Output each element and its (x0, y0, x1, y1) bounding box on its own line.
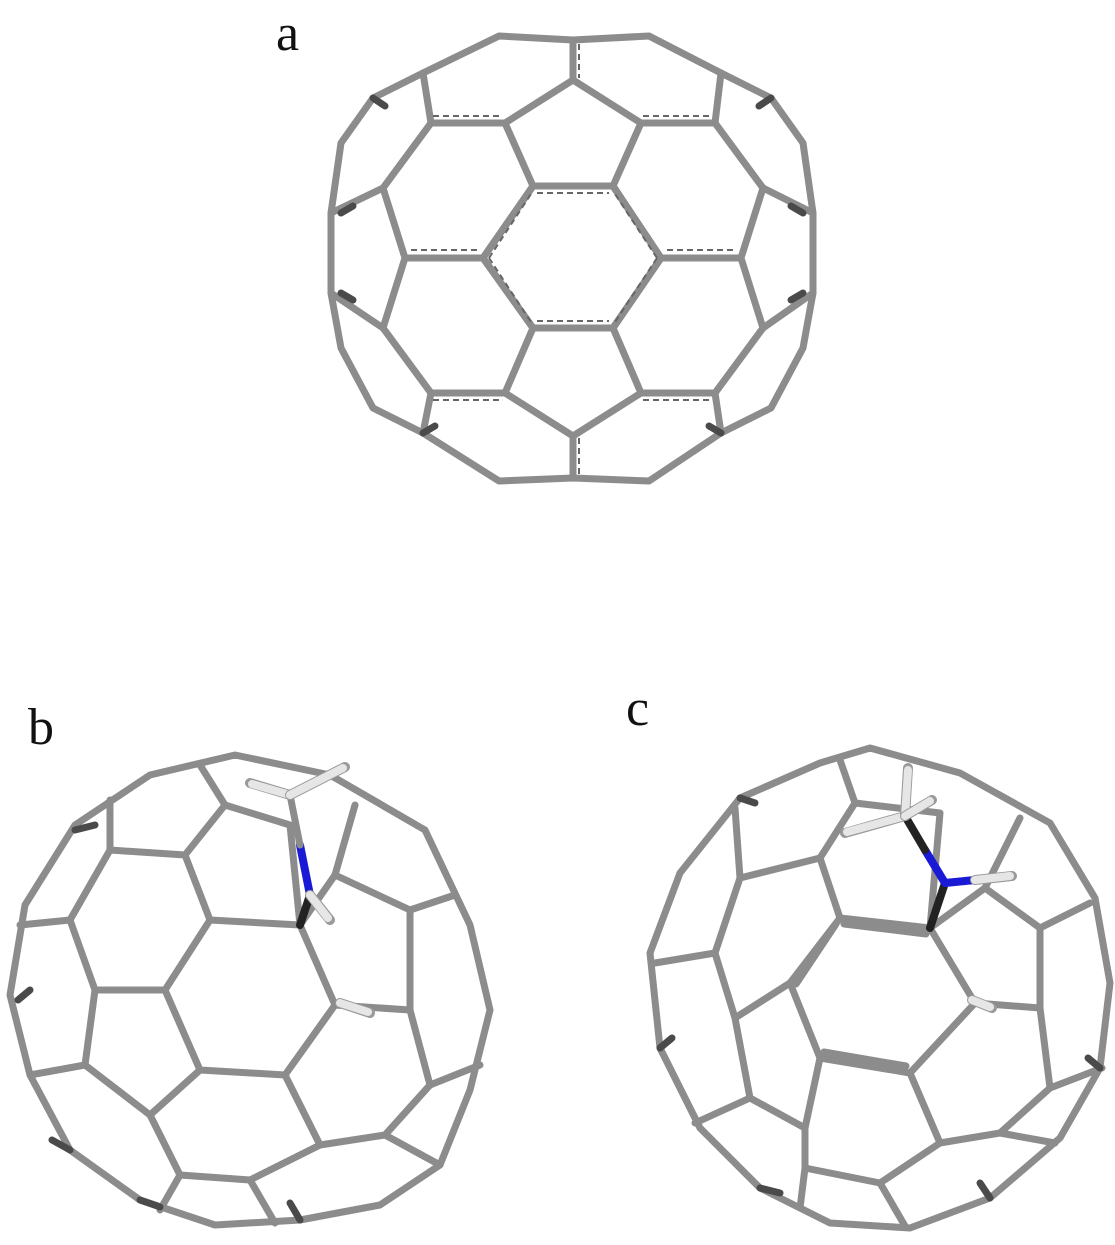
panel-label-a: a (276, 5, 300, 62)
amine-adduct-c (840, 763, 1017, 1013)
fullerene-structure-a (327, 32, 817, 485)
panel-label-b: b (28, 699, 54, 756)
fullerene-structure-c (646, 744, 1114, 1232)
fullerene-structure-b (6, 751, 494, 1229)
amine-adduct-b (245, 762, 375, 1018)
panel-label-c: c (626, 680, 650, 737)
fullerene-cage-a (327, 32, 817, 485)
fullerene-cage-b (6, 751, 494, 1229)
